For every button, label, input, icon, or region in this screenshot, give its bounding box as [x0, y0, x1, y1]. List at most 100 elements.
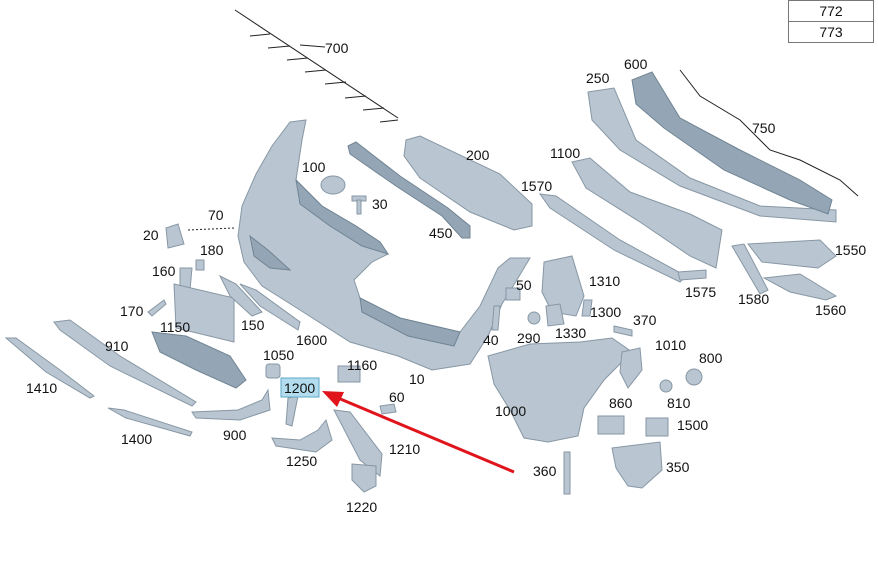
- part-180-clip: [195, 259, 205, 271]
- label-60[interactable]: 60: [389, 389, 405, 405]
- part-1575-bolt: [677, 269, 707, 281]
- label-1250[interactable]: 1250: [286, 453, 317, 469]
- label-860[interactable]: 860: [609, 395, 633, 411]
- part-250-carrier: [587, 87, 837, 223]
- label-1210[interactable]: 1210: [389, 441, 420, 457]
- part-360-bolt: [563, 451, 571, 495]
- label-370[interactable]: 370: [633, 312, 657, 328]
- label-810[interactable]: 810: [667, 395, 691, 411]
- label-180[interactable]: 180: [200, 242, 224, 258]
- part-1310-bracket: [541, 255, 585, 317]
- label-750[interactable]: 750: [752, 120, 776, 136]
- part-1000-carrier: [487, 337, 633, 443]
- part-1500-cover: [645, 417, 669, 437]
- label-200[interactable]: 200: [466, 147, 490, 163]
- part-1220-bracket: [351, 463, 377, 493]
- label-600[interactable]: 600: [624, 56, 648, 72]
- part-1010-bracket: [619, 347, 643, 389]
- part-1410-strip: [4, 337, 95, 399]
- part-350-panel: [611, 441, 663, 489]
- label-290[interactable]: 290: [517, 330, 541, 346]
- label-900[interactable]: 900: [223, 427, 247, 443]
- highlight-box-1200: [280, 377, 320, 398]
- part-1160-grille-insert: [151, 331, 247, 389]
- label-1500[interactable]: 1500: [677, 417, 708, 433]
- part-1600-trim: [239, 283, 301, 331]
- label-1220[interactable]: 1220: [346, 499, 377, 515]
- label-1010[interactable]: 1010: [655, 337, 686, 353]
- part-860-bracket: [597, 415, 625, 435]
- part-50-nut: [505, 287, 521, 301]
- part-60-clip: [379, 403, 397, 415]
- label-170[interactable]: 170: [120, 303, 144, 319]
- ref-cell-773[interactable]: 773: [788, 21, 874, 43]
- label-100[interactable]: 100: [302, 159, 326, 175]
- part-910-strip: [53, 319, 197, 407]
- label-30[interactable]: 30: [372, 196, 388, 212]
- pointer-arrow: [322, 391, 515, 474]
- label-700[interactable]: 700: [325, 40, 349, 56]
- part-800-sensor: [685, 368, 703, 386]
- label-10[interactable]: 10: [409, 371, 425, 387]
- label-70[interactable]: 70: [208, 207, 224, 223]
- label-910[interactable]: 910: [105, 338, 129, 354]
- label-1150[interactable]: 1150: [160, 319, 190, 335]
- part-70-pin: [187, 227, 235, 231]
- label-250[interactable]: 250: [586, 70, 610, 86]
- part-10-bumper-cover: [237, 119, 531, 371]
- part-labels: 700 200 100 30 450 70 20 180 160 170 115…: [26, 40, 866, 515]
- part-1210-panel: [333, 409, 383, 477]
- label-1000[interactable]: 1000: [495, 403, 526, 419]
- part-1100-grille: [571, 157, 723, 269]
- part-750-wire-harness: [679, 69, 859, 197]
- part-100-emblem: [320, 175, 346, 195]
- part-450-seal: [347, 141, 471, 239]
- label-360[interactable]: 360: [533, 463, 557, 479]
- part-1550-bracket: [747, 239, 837, 269]
- label-1100[interactable]: 1100: [550, 145, 580, 161]
- part-150-trim: [218, 274, 263, 317]
- label-40[interactable]: 40: [483, 332, 499, 348]
- label-1570[interactable]: 1570: [521, 178, 552, 194]
- label-50[interactable]: 50: [516, 277, 532, 293]
- label-1560[interactable]: 1560: [815, 302, 846, 318]
- label-160[interactable]: 160: [152, 263, 176, 279]
- label-1400[interactable]: 1400: [121, 431, 152, 447]
- part-900-trim: [191, 388, 271, 421]
- label-1550[interactable]: 1550: [835, 242, 866, 258]
- part-1250-trim: [271, 418, 333, 453]
- label-20[interactable]: 20: [143, 227, 159, 243]
- part-40-screw: [491, 305, 501, 331]
- label-450[interactable]: 450: [429, 225, 453, 241]
- label-1300[interactable]: 1300: [590, 304, 621, 320]
- label-150[interactable]: 150: [241, 317, 265, 333]
- part-200-grille: [403, 135, 533, 231]
- label-1050[interactable]: 1050: [263, 347, 294, 363]
- label-1580[interactable]: 1580: [738, 291, 769, 307]
- part-1400-strip: [107, 407, 193, 437]
- label-1600[interactable]: 1600: [296, 332, 327, 348]
- part-700-trim-strip: [234, 9, 399, 123]
- part-1300-clip: [581, 299, 593, 317]
- label-1160[interactable]: 1160: [347, 357, 377, 373]
- label-1200[interactable]: 1200: [284, 380, 315, 396]
- part-1160-bracket: [337, 365, 361, 383]
- part-1580-rod: [731, 243, 769, 295]
- label-1330[interactable]: 1330: [555, 325, 586, 341]
- part-30-screw: [351, 195, 367, 215]
- part-1560-bracket: [762, 273, 838, 301]
- label-1575[interactable]: 1575: [685, 284, 716, 300]
- part-600-impact-beam: [631, 71, 833, 215]
- part-1200-trim: [285, 395, 299, 427]
- label-800[interactable]: 800: [699, 350, 723, 366]
- part-20-bracket: [165, 223, 185, 249]
- label-1310[interactable]: 1310: [589, 273, 620, 289]
- part-170-screw: [147, 299, 167, 317]
- label-350[interactable]: 350: [666, 459, 690, 475]
- label-1410[interactable]: 1410: [26, 380, 57, 396]
- part-1150-plate: [173, 283, 235, 343]
- part-290-nut: [527, 311, 541, 325]
- part-1330-clip: [545, 303, 565, 327]
